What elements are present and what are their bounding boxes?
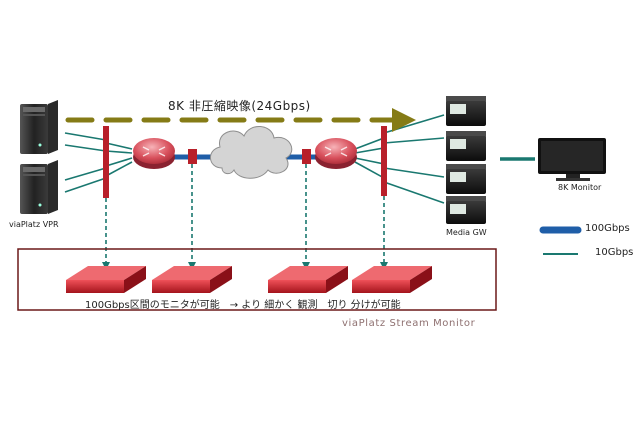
router-icon <box>315 138 357 169</box>
legend-100g-label: 100Gbps <box>585 223 630 234</box>
tap-bars <box>103 126 387 198</box>
server-icon <box>20 100 58 154</box>
probe-icon <box>268 266 348 293</box>
mirror-drops <box>105 164 385 266</box>
monitor-icon <box>538 138 606 181</box>
monitor-caption: 100Gbps区間のモニタが可能 → より 細かく 観測 切り 分けが可能 <box>85 300 401 311</box>
media-gw-icon <box>446 196 486 224</box>
source-label: viaPlatz VPR <box>9 220 59 229</box>
legend <box>539 226 582 255</box>
legend-10g-label: 10Gbps <box>595 247 634 258</box>
monitor-system-frame <box>17 248 497 311</box>
flow-arrow <box>65 108 416 132</box>
links-10g <box>64 114 535 204</box>
probe-icon <box>352 266 432 293</box>
cloud-icon <box>210 126 293 179</box>
gateway-label: Media GW <box>446 228 487 237</box>
server-icon <box>20 160 58 214</box>
router-icon <box>133 138 175 169</box>
media-gw-icon <box>446 131 486 161</box>
display-label: 8K Monitor <box>558 183 602 192</box>
monitor-system-title: viaPlatz Stream Monitor <box>342 318 476 329</box>
media-gw-icon <box>446 96 486 126</box>
probe-icon <box>66 266 146 293</box>
probe-icon <box>152 266 232 293</box>
flow-title: 8K 非圧縮映像(24Gbps) <box>168 99 311 113</box>
media-gw-icon <box>446 164 486 194</box>
